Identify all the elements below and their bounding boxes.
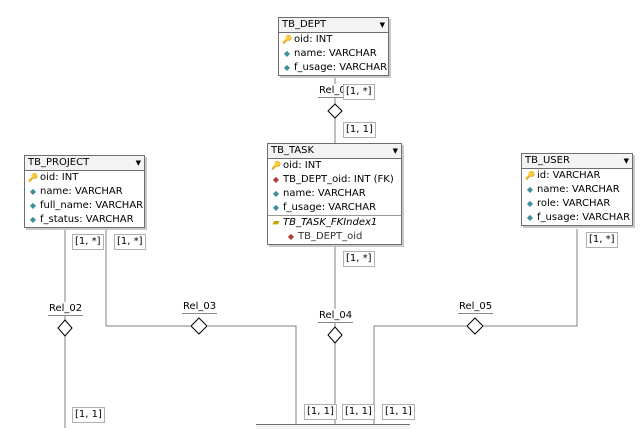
attribute-row[interactable]: ◆name: VARCHAR (268, 187, 401, 201)
attribute-text: name: VARCHAR (40, 186, 123, 197)
attribute-row[interactable]: ◆f_usage: VARCHAR (279, 61, 388, 75)
index-column: TB_DEPT_oid (298, 231, 363, 242)
line-user-rel05-left (373, 325, 466, 424)
entity-title: TB_TASK (271, 145, 315, 156)
cardinality-project-many-a: [1, *] (72, 234, 104, 250)
column-icon: ◆ (29, 187, 37, 196)
rel02-diamond (57, 319, 73, 337)
line-project-rel03-right (208, 325, 297, 424)
attribute-text: name: VARCHAR (537, 184, 620, 195)
index-column-row[interactable]: ◆TB_DEPT_oid (268, 230, 401, 244)
rel01-diamond (327, 103, 343, 119)
key-icon: 🔑 (525, 171, 535, 180)
attribute-text: f_status: VARCHAR (40, 214, 134, 225)
line-project-rel03-left (105, 229, 190, 327)
index-row[interactable]: ▰TB_TASK_FKIndex1 (268, 215, 401, 230)
index-icon: ▰ (272, 218, 280, 228)
rel03-diamond (190, 317, 208, 335)
entity-header[interactable]: TB_DEPT ▼ (279, 18, 388, 33)
cardinality-dept-many: [1, *] (343, 84, 375, 100)
index-name: TB_TASK_FKIndex1 (283, 217, 378, 228)
attribute-row[interactable]: ◆f_usage: VARCHAR (522, 211, 632, 225)
attribute-text: f_usage: VARCHAR (537, 212, 631, 223)
cardinality-task-many: [1, *] (343, 251, 375, 267)
attribute-row[interactable]: ◆name: VARCHAR (522, 183, 632, 197)
key-icon: 🔑 (28, 173, 38, 182)
entity-header[interactable]: TB_TASK ▼ (268, 144, 401, 159)
attribute-row[interactable]: 🔑oid: INT (25, 171, 144, 185)
cardinality-rel02-one: [1, 1] (72, 407, 105, 423)
cardinality-bottom-one-c: [1, 1] (382, 404, 415, 420)
column-icon: ◆ (526, 185, 534, 194)
entity-tb-task[interactable]: TB_TASK ▼ 🔑oid: INT ◆TB_DEPT_oid: INT (F… (267, 143, 402, 245)
key-icon: 🔑 (271, 161, 281, 170)
relation-label-rel01[interactable]: Rel_0 (318, 84, 347, 98)
entity-title: TB_USER (525, 155, 570, 166)
relation-label-rel02[interactable]: Rel_02 (48, 302, 84, 316)
column-icon: ◆ (272, 189, 280, 198)
attribute-text: name: VARCHAR (283, 188, 366, 199)
attribute-row[interactable]: ◆f_usage: VARCHAR (268, 201, 401, 215)
attribute-row[interactable]: ◆TB_DEPT_oid: INT (FK) (268, 173, 401, 187)
cardinality-project-many-b: [1, *] (114, 234, 146, 250)
attribute-text: id: VARCHAR (537, 170, 601, 181)
attribute-row[interactable]: ◆role: VARCHAR (522, 197, 632, 211)
line-user-rel05-right (484, 229, 578, 327)
column-icon: ◆ (283, 63, 291, 72)
chevron-down-icon[interactable]: ▼ (379, 21, 385, 29)
key-icon: 🔑 (282, 35, 292, 44)
attribute-text: oid: INT (40, 172, 79, 183)
attribute-row[interactable]: ◆name: VARCHAR (279, 47, 388, 61)
attribute-text: role: VARCHAR (537, 198, 611, 209)
entity-tb-dept[interactable]: TB_DEPT ▼ 🔑oid: INT ◆name: VARCHAR ◆f_us… (278, 17, 389, 76)
chevron-down-icon[interactable]: ▼ (135, 159, 141, 167)
attribute-text: TB_DEPT_oid: INT (FK) (283, 174, 394, 185)
column-icon: ◆ (29, 215, 37, 224)
relation-label-rel04[interactable]: Rel_04 (318, 309, 354, 323)
attribute-text: oid: INT (283, 160, 322, 171)
entity-partial-bottom[interactable] (256, 424, 410, 429)
column-icon: ◆ (526, 199, 534, 208)
entity-tb-user[interactable]: TB_USER ▼ 🔑id: VARCHAR ◆name: VARCHAR ◆r… (521, 153, 633, 226)
rel04-diamond (327, 326, 343, 344)
chevron-down-icon[interactable]: ▼ (392, 147, 398, 155)
column-icon: ◆ (526, 213, 534, 222)
attribute-row[interactable]: 🔑oid: INT (279, 33, 388, 47)
foreign-key-icon: ◆ (272, 175, 280, 184)
cardinality-bottom-one-a: [1, 1] (304, 404, 337, 420)
relation-label-rel03[interactable]: Rel_03 (182, 300, 218, 314)
column-icon: ◆ (29, 201, 37, 210)
attribute-row[interactable]: 🔑oid: INT (268, 159, 401, 173)
attribute-text: f_usage: VARCHAR (294, 62, 388, 73)
entity-header[interactable]: TB_PROJECT ▼ (25, 156, 144, 171)
column-icon: ◆ (283, 49, 291, 58)
attribute-row[interactable]: ◆f_status: VARCHAR (25, 213, 144, 227)
attribute-text: f_usage: VARCHAR (283, 202, 377, 213)
cardinality-task-one: [1, 1] (343, 122, 376, 138)
cardinality-user-many: [1, *] (586, 232, 618, 248)
column-icon: ◆ (272, 203, 280, 212)
attribute-text: oid: INT (294, 34, 333, 45)
entity-tb-project[interactable]: TB_PROJECT ▼ 🔑oid: INT ◆name: VARCHAR ◆f… (24, 155, 145, 228)
relation-label-rel05[interactable]: Rel_05 (458, 300, 494, 314)
attribute-row[interactable]: ◆name: VARCHAR (25, 185, 144, 199)
foreign-key-icon: ◆ (287, 232, 295, 241)
entity-header[interactable]: TB_USER ▼ (522, 154, 632, 169)
rel05-diamond (466, 317, 484, 335)
attribute-text: full_name: VARCHAR (40, 200, 144, 211)
chevron-down-icon[interactable]: ▼ (623, 157, 629, 165)
attribute-row[interactable]: 🔑id: VARCHAR (522, 169, 632, 183)
cardinality-bottom-one-b: [1, 1] (342, 404, 375, 420)
attribute-row[interactable]: ◆full_name: VARCHAR (25, 199, 144, 213)
entity-title: TB_PROJECT (28, 157, 90, 168)
attribute-text: name: VARCHAR (294, 48, 377, 59)
entity-title: TB_DEPT (282, 19, 327, 30)
